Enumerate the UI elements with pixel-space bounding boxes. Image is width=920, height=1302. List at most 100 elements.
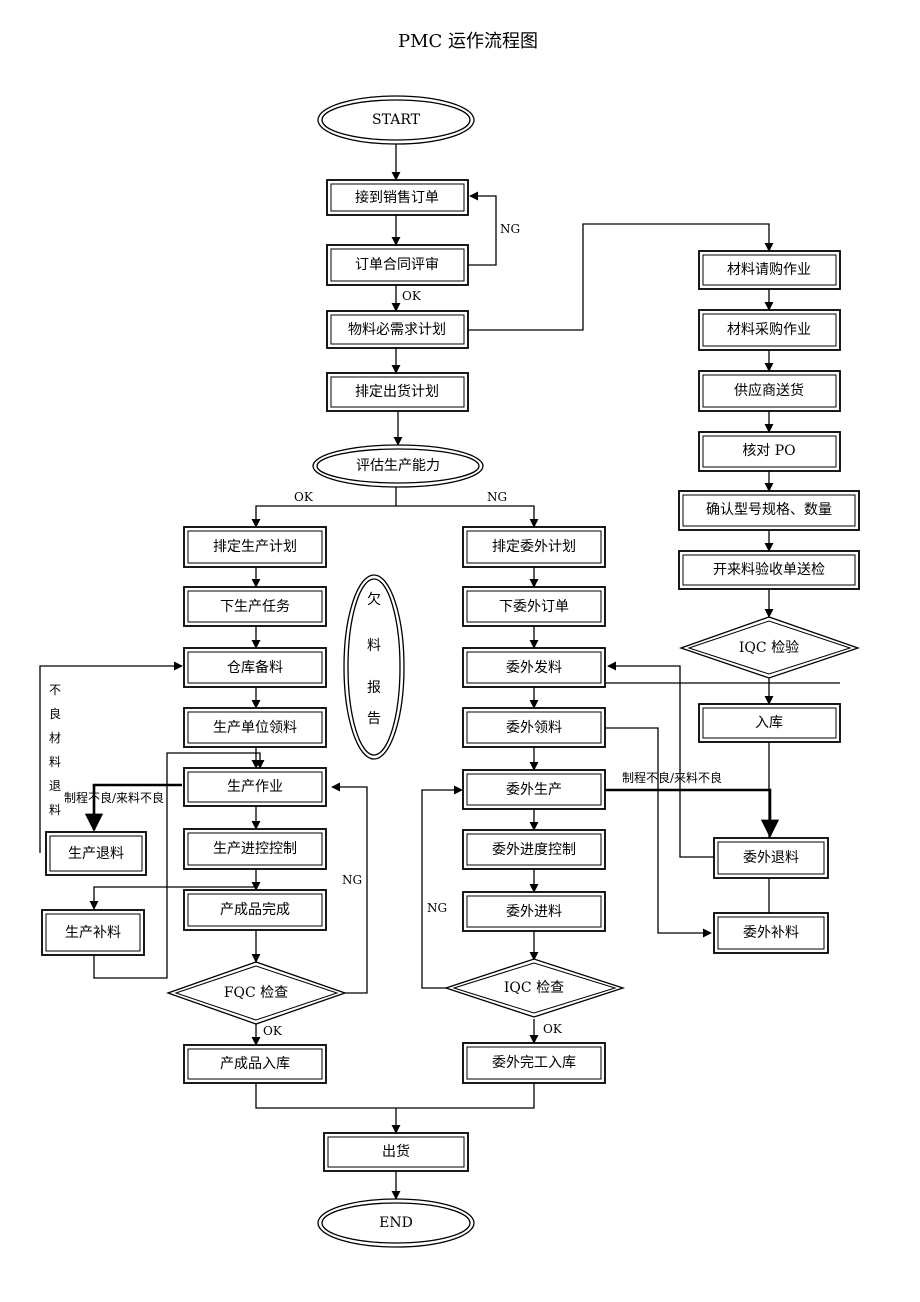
node-outsource-pick bbox=[462, 707, 606, 748]
iqc-check-out-label: IQC 检查 bbox=[504, 980, 564, 996]
shortage-report-char-1: 欠 bbox=[367, 592, 381, 608]
node-outsource-issue bbox=[462, 647, 606, 688]
end-terminal bbox=[317, 1198, 475, 1248]
contract-review-label: 订单合同评审 bbox=[355, 257, 439, 273]
node-outsource-return bbox=[713, 837, 829, 879]
edge-split-right bbox=[396, 505, 539, 528]
edge-review-ng-loop bbox=[468, 191, 497, 266]
node-contract-review bbox=[326, 244, 469, 286]
purchase-request-label: 材料请购作业 bbox=[727, 262, 811, 278]
receipt-inspect-label: 开来料验收单送检 bbox=[713, 562, 825, 578]
edge-return-right bbox=[607, 661, 714, 858]
fqc-check-label: FQC 检查 bbox=[224, 985, 288, 1001]
defect-right-label: 制程不良/来料不良 bbox=[622, 770, 722, 785]
node-outsource-supplement bbox=[713, 912, 829, 954]
node-outsource-stock bbox=[462, 1042, 606, 1084]
node-iqc-inspect bbox=[679, 616, 861, 679]
start-terminal bbox=[317, 95, 475, 145]
end-label: END bbox=[379, 1215, 413, 1231]
ok-iqc-label: OK bbox=[543, 1022, 563, 1036]
ng-right-label: NG bbox=[487, 490, 507, 504]
node-purchase-request bbox=[698, 250, 841, 290]
outsource-pick-label: 委外领料 bbox=[506, 720, 562, 736]
node-issue-task bbox=[183, 586, 327, 627]
iqc-inspect-label: IQC 检验 bbox=[739, 640, 799, 656]
supplier-delivery-label: 供应商送货 bbox=[734, 382, 804, 399]
node-shortage-report bbox=[343, 574, 405, 760]
material-plan-label: 物料必需求计划 bbox=[348, 322, 446, 338]
node-evaluate-capacity bbox=[312, 444, 484, 488]
ng-iqc-label: NG bbox=[427, 901, 447, 915]
production-plan-label: 排定生产计划 bbox=[213, 539, 297, 555]
node-check-po bbox=[698, 431, 841, 472]
bad-material-char-6: 料 bbox=[49, 803, 61, 817]
node-unit-pick bbox=[183, 707, 327, 748]
node-outsource-inbound bbox=[462, 891, 606, 932]
node-ship bbox=[323, 1132, 469, 1172]
outsource-plan-label: 排定委外计划 bbox=[492, 539, 576, 555]
outsource-order-label: 下委外订单 bbox=[499, 599, 569, 615]
node-labels: START 接到销售订单 订单合同评审 物料必需求计划 排定出货计划 评估生产能… bbox=[65, 112, 832, 1231]
edge-merge bbox=[255, 1083, 535, 1109]
node-material-plan bbox=[326, 310, 469, 349]
nodes bbox=[41, 95, 861, 1248]
defect-left-label: 制程不良/来料不良 bbox=[64, 790, 164, 805]
product-stock-label: 产成品入库 bbox=[220, 1056, 290, 1072]
node-prod-supplement bbox=[41, 909, 145, 956]
outsource-progress-label: 委外进度控制 bbox=[492, 842, 576, 858]
outsource-supplement-label: 委外补料 bbox=[743, 925, 799, 941]
connectors bbox=[39, 143, 840, 1200]
node-warehouse-prep bbox=[183, 647, 327, 688]
node-outsource-order bbox=[462, 586, 606, 627]
node-receipt-inspect bbox=[678, 550, 860, 590]
shipping-plan-label: 排定出货计划 bbox=[355, 383, 439, 400]
edge-defect-left bbox=[84, 783, 182, 832]
node-iqc-check-out bbox=[443, 958, 626, 1018]
shortage-report-char-3: 报 bbox=[367, 680, 381, 696]
bad-material-char-2: 良 bbox=[49, 706, 61, 721]
ok-review-label: OK bbox=[402, 289, 422, 303]
edge-supplement-up bbox=[93, 752, 265, 979]
outsource-inbound-label: 委外进料 bbox=[506, 904, 562, 920]
outsource-return-label: 委外退料 bbox=[743, 850, 799, 866]
node-outsource-progress bbox=[462, 829, 606, 870]
bad-material-char-4: 料 bbox=[49, 755, 61, 769]
bad-material-char-3: 材 bbox=[49, 731, 61, 745]
node-shipping-plan bbox=[326, 372, 469, 412]
node-confirm-spec bbox=[678, 490, 860, 531]
ok-left-label: OK bbox=[294, 490, 314, 504]
edge-defect-right bbox=[605, 788, 780, 838]
edge-supplement-left bbox=[89, 886, 256, 910]
warehousing-label: 入库 bbox=[755, 715, 783, 731]
warehouse-prep-label: 仓库备料 bbox=[227, 659, 283, 676]
edge-split-left bbox=[251, 505, 396, 528]
node-product-done bbox=[183, 889, 327, 931]
bad-material-char-5: 退 bbox=[49, 779, 61, 793]
outsource-stock-label: 委外完工入库 bbox=[492, 1055, 576, 1071]
node-progress-control bbox=[183, 828, 327, 870]
node-production-work bbox=[183, 767, 327, 807]
shortage-report-char-4: 告 bbox=[367, 711, 381, 727]
product-done-label: 产成品完成 bbox=[220, 902, 290, 918]
progress-control-label: 生产进控控制 bbox=[213, 841, 297, 857]
node-outsource-plan bbox=[462, 526, 606, 568]
ng-review-label: NG bbox=[500, 222, 520, 236]
edge-pick-supplement bbox=[606, 727, 712, 938]
edge-labels: NG OK OK NG 不 良 材 料 退 料 制程不良/来料不良 NG OK … bbox=[49, 222, 722, 1038]
receive-order-label: 接到销售订单 bbox=[355, 189, 439, 206]
edge-return-to-warehouse bbox=[39, 661, 183, 853]
start-label: START bbox=[372, 112, 421, 128]
production-work-label: 生产作业 bbox=[227, 779, 283, 795]
issue-task-label: 下生产任务 bbox=[220, 599, 290, 615]
ng-fqc-label: NG bbox=[342, 873, 362, 887]
bad-material-char-1: 不 bbox=[49, 683, 61, 697]
check-po-label: 核对 PO bbox=[742, 443, 795, 459]
node-outsource-production bbox=[462, 769, 606, 810]
node-receive-order bbox=[326, 179, 469, 216]
node-prod-return bbox=[45, 831, 147, 876]
unit-pick-label: 生产单位领料 bbox=[213, 720, 297, 736]
ok-fqc-label: OK bbox=[263, 1024, 283, 1038]
prod-supplement-label: 生产补料 bbox=[65, 925, 121, 941]
edge-plan-purchase bbox=[468, 223, 774, 331]
